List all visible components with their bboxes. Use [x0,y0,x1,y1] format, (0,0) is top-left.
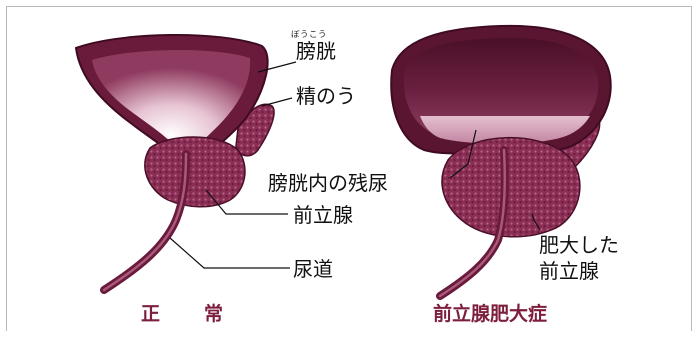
leader-seminal-vesicle [262,98,292,106]
label-residual-urine: 膀胱内の残尿 [268,172,388,194]
prostate-normal [145,137,245,207]
label-enlarged-prostate: 肥大した 前立腺 [539,232,619,284]
prostate-bph [442,138,580,237]
caption-normal: 正 常 [141,303,225,325]
label-urethra: 尿道 [293,258,333,280]
label-enlarged-prostate-line1: 肥大した [539,232,619,258]
caption-bph: 前立腺肥大症 [433,303,547,325]
label-seminal-vesicle: 精のう [296,85,356,107]
label-enlarged-prostate-line2: 前立腺 [539,258,619,284]
leader-urethra [170,238,290,268]
label-prostate: 前立腺 [293,204,353,226]
label-bladder: 膀胱 [296,40,336,62]
normal-anatomy [76,35,274,290]
